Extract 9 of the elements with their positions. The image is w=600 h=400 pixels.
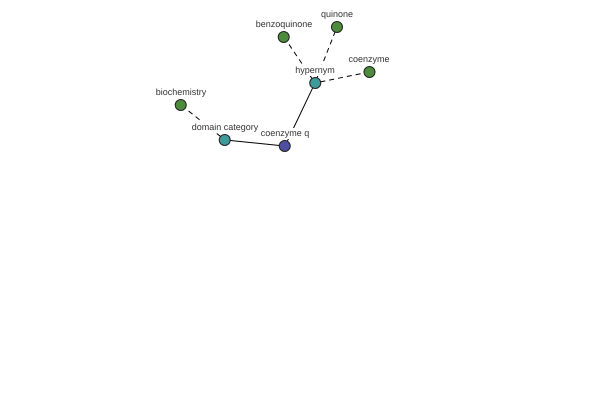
node-label: domain category — [190, 122, 260, 133]
connector-line — [230, 140, 280, 146]
node-label: coenzyme — [347, 54, 391, 65]
node-label: coenzyme q — [260, 128, 310, 139]
node-label: biochemistry — [154, 87, 208, 98]
node-label: quinone — [320, 9, 354, 20]
node-label: benzoquinone — [254, 19, 314, 30]
node-label: hypernym — [294, 65, 336, 76]
dashed-connector — [316, 32, 336, 78]
